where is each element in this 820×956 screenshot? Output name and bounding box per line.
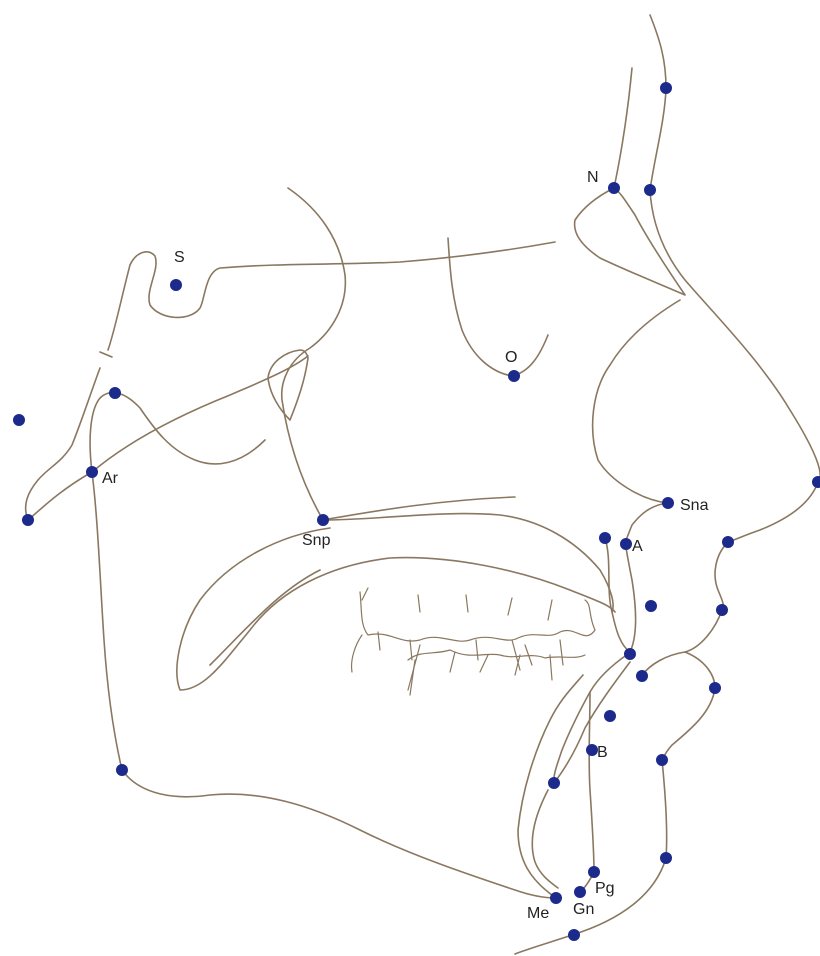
landmark-soft-nasion (644, 184, 656, 196)
landmark-lower-incisor-apex (548, 777, 560, 789)
landmark-soft-pogonion (660, 852, 672, 864)
label-sna: Sna (680, 497, 709, 514)
landmark-sna (662, 497, 674, 509)
soft-tissue-nose-inner (593, 300, 680, 503)
lower-molars (408, 650, 585, 660)
landmark-menton (550, 892, 562, 904)
condyle-contour (90, 393, 265, 472)
forehead-soft-tissue (650, 15, 820, 482)
landmark-nasion (608, 182, 620, 194)
label-s: S (174, 249, 185, 266)
lower-incisor (554, 654, 630, 783)
landmark-gnathion (574, 886, 586, 898)
landmark-porion (13, 414, 25, 426)
landmark-snp (317, 514, 329, 526)
symphysis-cortex (532, 790, 558, 888)
lower-teeth-roots (410, 652, 552, 695)
label-ar: Ar (102, 470, 119, 487)
landmark-upper-incisor-tip (624, 648, 636, 660)
label-snp: Snp (302, 532, 331, 549)
palatal-plane (323, 497, 515, 520)
upper-molars (360, 592, 595, 641)
upper-teeth-roots (352, 588, 563, 690)
label-me: Me (527, 905, 549, 922)
label-b: B (597, 744, 608, 761)
upper-incisor (605, 538, 636, 652)
label-a: A (632, 538, 643, 555)
label-n: N (587, 169, 599, 186)
landmark-lower-incisor-labial (604, 710, 616, 722)
landmark-soft-menton (568, 929, 580, 941)
landmark-pogonion (588, 866, 600, 878)
landmark-labrale-superius (716, 604, 728, 616)
landmark-subnasale (722, 536, 734, 548)
landmark-pronasale (812, 476, 820, 488)
landmark-sella (170, 279, 182, 291)
soft-tissue-sna (625, 503, 668, 543)
landmark-orbitale (508, 370, 520, 382)
landmark-gonion (116, 764, 128, 776)
landmark-condylion (109, 387, 121, 399)
soft-tissue-nose-tip (728, 482, 818, 542)
landmark-articulare (86, 466, 98, 478)
clivus-contour (26, 368, 100, 520)
label-gn: Gn (573, 901, 594, 918)
landmark-soft-glabella (660, 82, 672, 94)
pterygomaxillary-fissure-contour (282, 188, 346, 520)
symphysis-outer (580, 692, 594, 892)
landmark-basion (22, 514, 34, 526)
porion-orbitale-line (92, 356, 308, 472)
landmark-prosthion (599, 532, 611, 544)
clinoid-stub (100, 352, 112, 357)
label-pg: Pg (595, 880, 615, 897)
landmark-soft-b-point (656, 754, 668, 766)
landmark-labrale-inferius (709, 682, 721, 694)
landmark-lower-incisor-tip (636, 670, 648, 682)
dentition (352, 588, 595, 695)
landmark-upper-incisor-apex (645, 600, 657, 612)
orbit-contour (448, 238, 548, 376)
tongue-dorsum-outer (177, 528, 615, 690)
label-o: O (505, 349, 517, 366)
landmark-a-point (620, 538, 632, 550)
